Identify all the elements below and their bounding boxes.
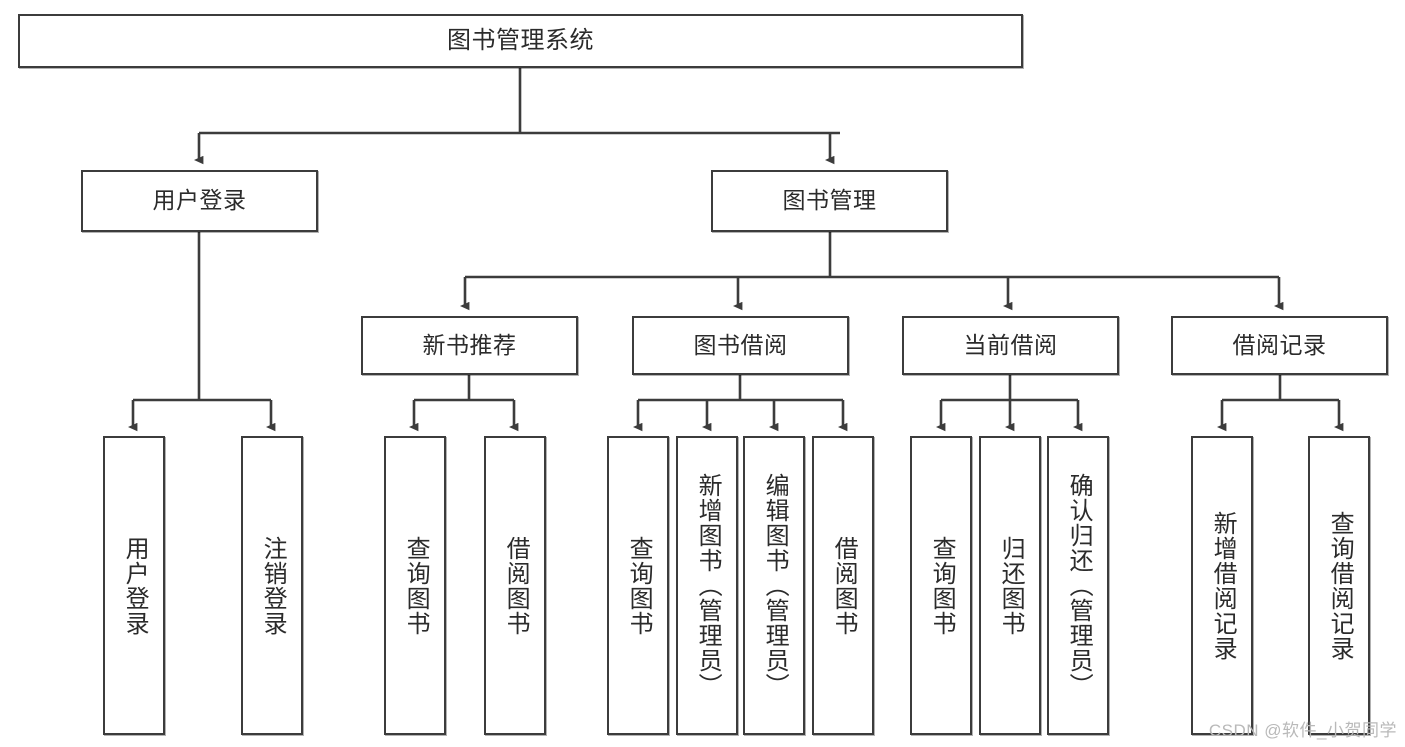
- node-book-borrow[interactable]: 图书借阅: [632, 316, 849, 375]
- leaf-return-book[interactable]: 归还图书: [979, 436, 1041, 735]
- leaf-query-book-current[interactable]: 查询图书: [910, 436, 972, 735]
- csdn-watermark: CSDN @软件_小贺同学: [1208, 721, 1397, 740]
- leaf-query-book-borrow[interactable]: 查询图书: [607, 436, 669, 735]
- leaf-query-borrow-record[interactable]: 查询借阅记录: [1308, 436, 1370, 735]
- leaf-label: 确认归还（管理员）: [1065, 473, 1093, 698]
- node-book-management[interactable]: 图书管理: [711, 170, 948, 232]
- leaf-label: 借阅图书: [830, 535, 858, 636]
- leaf-logout-login[interactable]: 注销登录: [241, 436, 303, 735]
- leaf-label: 借阅图书: [502, 535, 530, 636]
- leaf-label: 查询借阅记录: [1326, 510, 1354, 661]
- leaf-label: 查询图书: [625, 535, 653, 636]
- leaf-label: 编辑图书（管理员）: [761, 473, 789, 698]
- leaf-borrow-book-recommend[interactable]: 借阅图书: [484, 436, 546, 735]
- leaf-label: 新增借阅记录: [1209, 510, 1237, 661]
- leaf-add-book-admin[interactable]: 新增图书（管理员）: [676, 436, 738, 735]
- leaf-borrow-book[interactable]: 借阅图书: [812, 436, 874, 735]
- leaf-label: 注销登录: [259, 535, 287, 636]
- leaf-add-borrow-record[interactable]: 新增借阅记录: [1191, 436, 1253, 735]
- node-new-book-recommend[interactable]: 新书推荐: [361, 316, 578, 375]
- leaf-query-book-recommend[interactable]: 查询图书: [384, 436, 446, 735]
- leaf-edit-book-admin[interactable]: 编辑图书（管理员）: [743, 436, 805, 735]
- leaf-label: 查询图书: [402, 535, 430, 636]
- leaf-confirm-return-admin[interactable]: 确认归还（管理员）: [1047, 436, 1109, 735]
- leaf-user-login[interactable]: 用户登录: [103, 436, 165, 735]
- node-root-book-management-system[interactable]: 图书管理系统: [18, 14, 1023, 68]
- leaf-label: 用户登录: [121, 535, 149, 636]
- leaf-label: 查询图书: [928, 535, 956, 636]
- node-borrow-record[interactable]: 借阅记录: [1171, 316, 1388, 375]
- node-user-login[interactable]: 用户登录: [81, 170, 318, 232]
- leaf-label: 归还图书: [997, 535, 1025, 636]
- node-current-borrow[interactable]: 当前借阅: [902, 316, 1119, 375]
- leaf-label: 新增图书（管理员）: [694, 473, 722, 698]
